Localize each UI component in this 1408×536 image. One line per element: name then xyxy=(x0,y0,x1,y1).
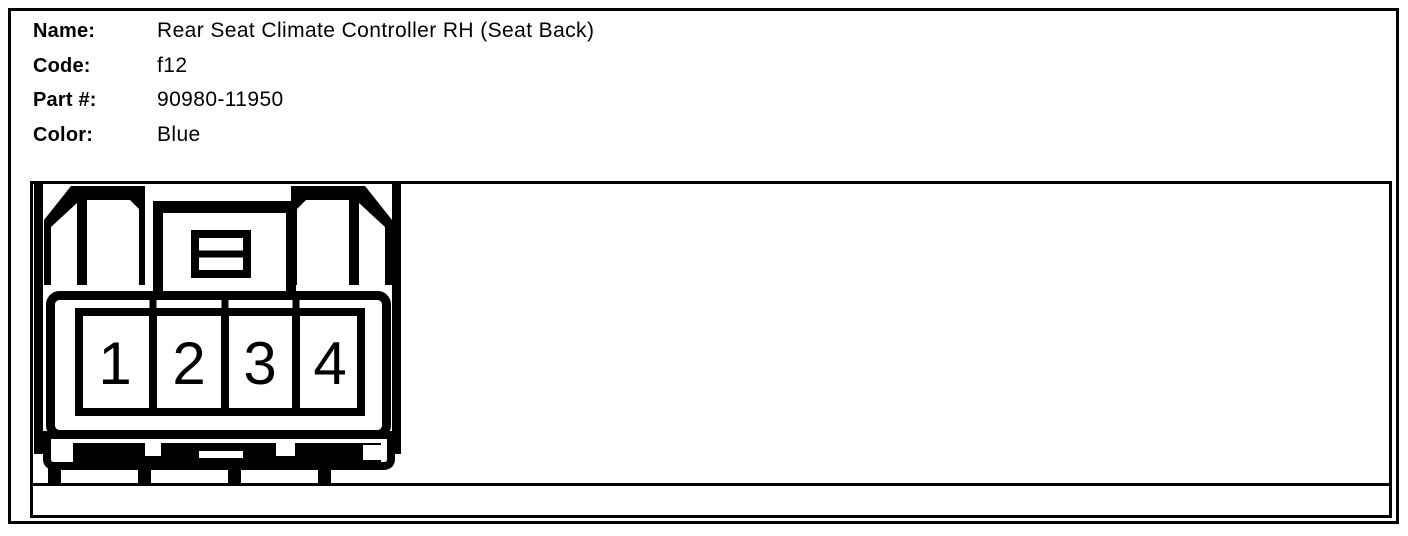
name-value: Rear Seat Climate Controller RH (Seat Ba… xyxy=(157,19,595,42)
left-mount-ear xyxy=(44,186,145,285)
code-label: Code: xyxy=(33,54,91,77)
color-label: Color: xyxy=(33,123,94,146)
name-label: Name: xyxy=(33,20,96,42)
connector-info-header: Name: Rear Seat Climate Controller RH (S… xyxy=(33,19,933,157)
pin-2-number: 2 xyxy=(172,330,205,397)
color-value: Blue xyxy=(157,122,201,146)
bottom-skirt xyxy=(43,431,395,470)
diagram-panel: 1 2 3 4 xyxy=(30,181,1392,518)
pin-cavity-group xyxy=(75,300,365,416)
info-row-code: Code: f12 xyxy=(33,54,933,89)
pin-4-number: 4 xyxy=(313,330,346,397)
pin-3-number: 3 xyxy=(243,330,276,397)
info-row-part-number: Part #: 90980-11950 xyxy=(33,88,933,123)
right-mount-ear xyxy=(291,186,392,285)
info-row-color: Color: Blue xyxy=(33,123,933,158)
pin-1-number: 1 xyxy=(98,330,131,397)
page-border xyxy=(8,8,1399,524)
part-number-value: 90980-11950 xyxy=(157,88,284,111)
info-row-name: Name: Rear Seat Climate Controller RH (S… xyxy=(33,19,933,54)
connector-face-diagram: 1 2 3 4 xyxy=(34,184,401,483)
code-value: f12 xyxy=(157,53,188,77)
housing-right-wall xyxy=(392,184,401,454)
housing-left-wall xyxy=(34,184,43,454)
center-latch xyxy=(153,201,296,296)
part-number-label: Part #: xyxy=(33,89,97,111)
diagram-footer-row xyxy=(33,483,1389,515)
skirt-feet xyxy=(48,466,331,483)
connector-drawing-area: 1 2 3 4 xyxy=(33,184,1389,483)
